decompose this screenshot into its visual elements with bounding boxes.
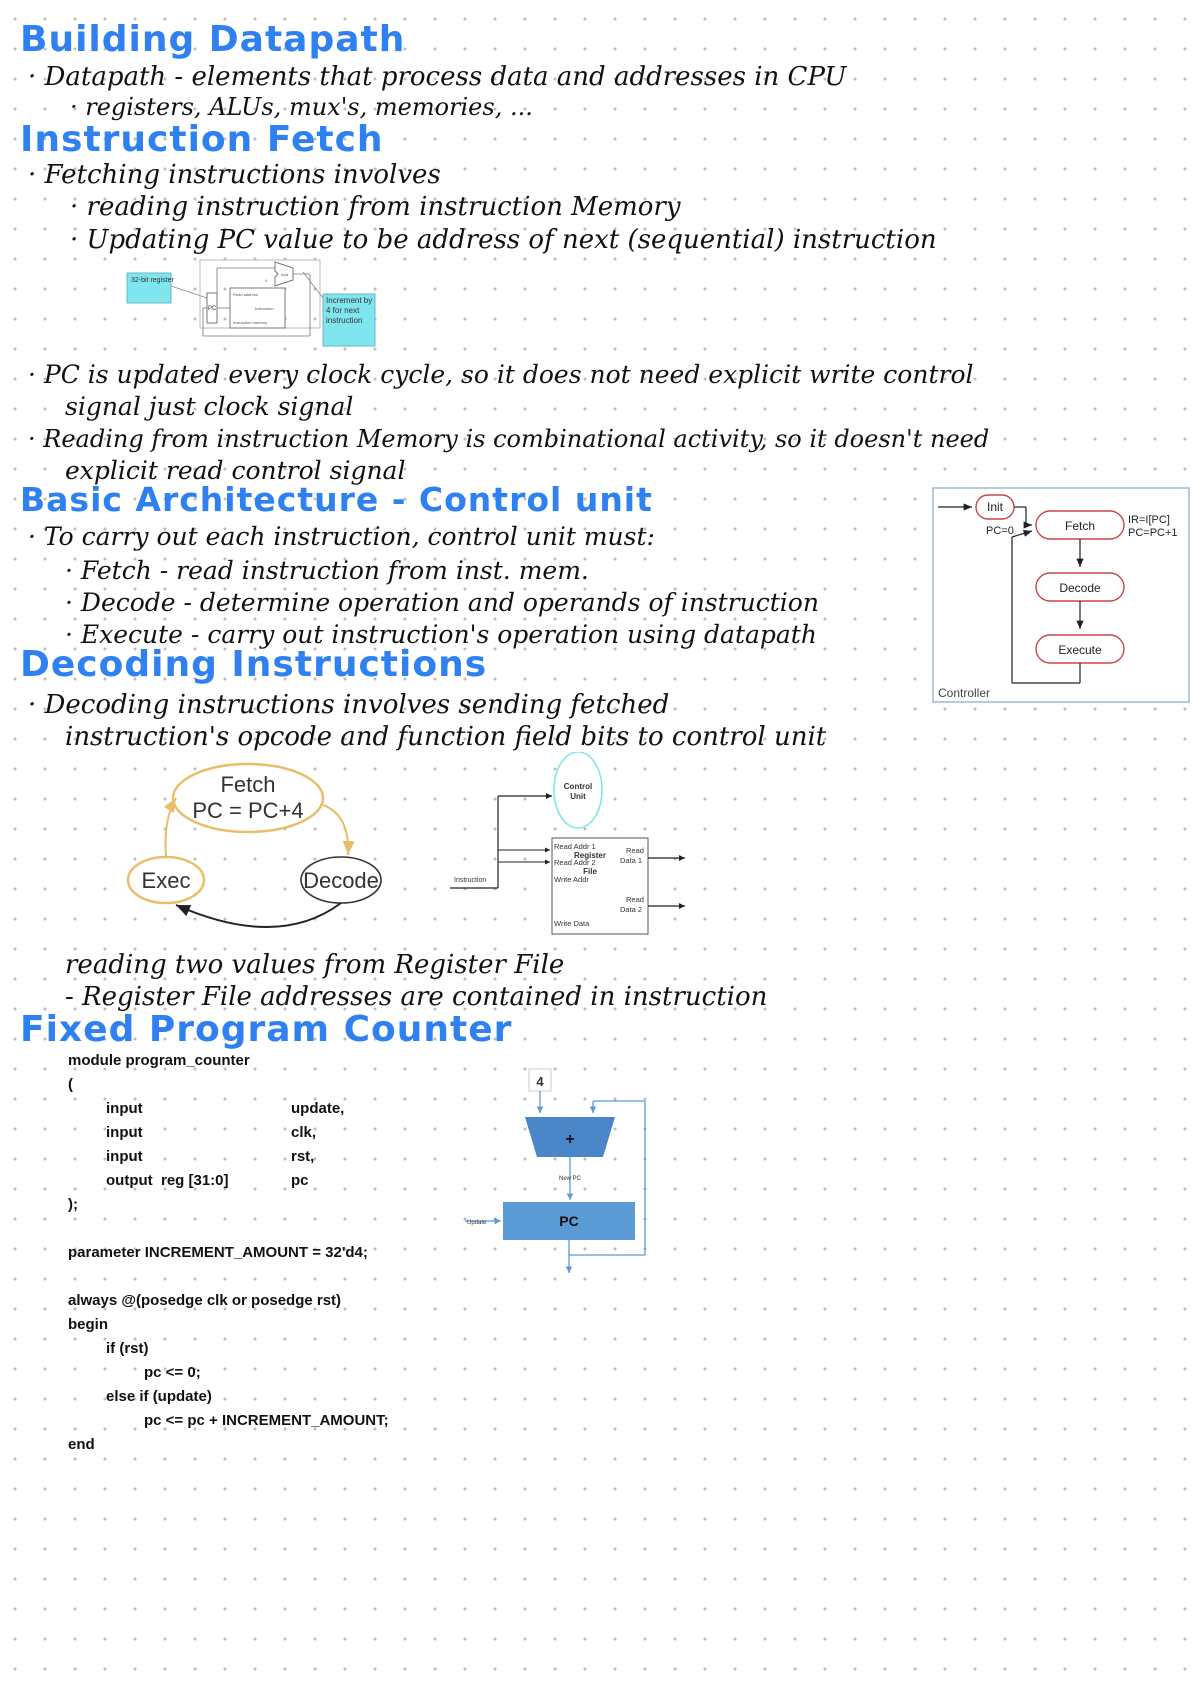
read-data2-label-1: Read xyxy=(626,895,644,904)
read-data1-label-2: Data 1 xyxy=(620,856,642,865)
code-line: begin xyxy=(68,1316,108,1333)
fetch-action-1: IR=I[PC] xyxy=(1128,514,1170,526)
register-file-diagram: Control Unit Instruction Read Addr 1 Rea… xyxy=(450,752,685,935)
read-data2-label-2: Data 2 xyxy=(620,905,642,914)
instruction-label: Instruction xyxy=(255,306,273,311)
note-pc-updated-2: signal just clock signal xyxy=(65,392,354,421)
code-line: always @(posedge clk or posedge rst) xyxy=(68,1292,342,1309)
constant-four-label: 4 xyxy=(536,1074,544,1089)
code-line: pc <= 0; xyxy=(144,1364,201,1381)
code-line: ( xyxy=(68,1076,73,1093)
init-label: Init xyxy=(987,500,1004,514)
note-cu-execute: · Execute - carry out instruction's oper… xyxy=(65,620,817,649)
heading-building-datapath: Building Datapath xyxy=(20,19,406,60)
controller-state-diagram: Init PC=0 Fetch IR=I[PC] PC=PC+1 Decode … xyxy=(932,487,1190,703)
note-fetch-involves: · Fetching instructions involves xyxy=(28,160,441,190)
fetch-datapath-diagram: 32-bit register PC Read address Instruct… xyxy=(126,259,376,347)
controller-label: Controller xyxy=(938,686,990,700)
register-file-title-2: File xyxy=(583,867,597,876)
heading-fixed-pc: Fixed Program Counter xyxy=(20,1009,513,1050)
code-line: output reg [31:0]pc xyxy=(106,1172,309,1189)
instr-memory-label: Instruction memory xyxy=(233,320,267,325)
write-data-label: Write Data xyxy=(554,919,590,928)
code-line: parameter INCREMENT_AMOUNT = 32'd4; xyxy=(68,1244,368,1261)
pc-register xyxy=(503,1202,635,1240)
adder-shape xyxy=(274,261,294,287)
note-reading-mem-2: explicit read control signal xyxy=(65,456,406,485)
read-addr1-label: Read Addr 1 xyxy=(554,842,596,851)
control-unit-label-1: Control xyxy=(564,782,592,791)
read-address-label: Read address xyxy=(233,292,258,297)
fetch-label: Fetch xyxy=(1065,519,1095,533)
program-counter-diagram: 4 + New PC PC Update xyxy=(465,1068,646,1273)
note-datapath-def: · Datapath - elements that process data … xyxy=(28,62,847,92)
note-cu-intro: · To carry out each instruction, control… xyxy=(28,522,655,551)
code-line: else if (update) xyxy=(106,1388,212,1405)
code-line: pc <= pc + INCREMENT_AMOUNT; xyxy=(144,1412,389,1429)
control-unit-node xyxy=(553,752,603,829)
new-pc-label: New PC xyxy=(559,1176,582,1182)
execute-label: Execute xyxy=(1058,643,1102,657)
control-unit-label-2: Unit xyxy=(570,792,586,801)
cycle-decode-label: Decode xyxy=(303,868,379,893)
heading-decoding: Decoding Instructions xyxy=(20,644,488,685)
update-label: Update xyxy=(467,1220,487,1226)
pc-adder xyxy=(525,1117,615,1157)
note-fetch-update: · Updating PC value to be address of nex… xyxy=(70,225,937,255)
instruction-input-label: Instruction xyxy=(454,877,486,884)
pc-label: PC xyxy=(208,306,217,312)
fetch-decode-exec-cycle: Fetch PC = PC+4 Exec Decode xyxy=(126,762,382,928)
add-label: Add xyxy=(281,272,288,277)
adder-plus-label: + xyxy=(565,1131,574,1148)
code-line: ); xyxy=(68,1196,78,1213)
init-action: PC=0 xyxy=(986,525,1014,537)
code-line: end xyxy=(68,1436,95,1453)
code-line: if (rst) xyxy=(106,1340,149,1357)
note-datapath-examples: · registers, ALUs, mux's, memories, ... xyxy=(70,93,533,121)
note-decoding-1: · Decoding instructions involves sending… xyxy=(28,690,670,720)
pc-register-label: PC xyxy=(559,1213,578,1229)
read-addr2-label: Read Addr 2 xyxy=(554,858,596,867)
note-regfile-2: - Register File addresses are contained … xyxy=(65,982,768,1012)
cycle-pc-update: PC = PC+4 xyxy=(192,798,303,823)
register-label: 32-bit register xyxy=(131,277,174,284)
note-fetch-read: · reading instruction from instruction M… xyxy=(70,192,681,222)
cycle-exec-label: Exec xyxy=(142,868,191,893)
note-pc-updated-1: · PC is updated every clock cycle, so it… xyxy=(28,360,974,389)
write-addr-label: Write Addr xyxy=(554,875,589,884)
note-decoding-2: instruction's opcode and function field … xyxy=(65,722,827,752)
fetch-action-2: PC=PC+1 xyxy=(1128,527,1178,539)
decode-label: Decode xyxy=(1059,581,1101,595)
increment-label: Increment by 4 for next instruction xyxy=(326,296,373,325)
cycle-fetch-label: Fetch xyxy=(220,772,275,797)
heading-control-unit: Basic Architecture - Control unit xyxy=(20,480,653,519)
note-cu-fetch: · Fetch - read instruction from inst. me… xyxy=(65,556,589,585)
note-regfile-1: reading two values from Register File xyxy=(65,950,565,980)
increment-callout xyxy=(322,293,376,347)
read-data1-label-1: Read xyxy=(626,846,644,855)
instruction-memory-box xyxy=(229,287,286,329)
code-line: module program_counter xyxy=(68,1052,250,1069)
heading-instruction-fetch: Instruction Fetch xyxy=(20,119,384,160)
four-label: 4 xyxy=(265,278,268,283)
note-cu-decode: · Decode - determine operation and opera… xyxy=(65,588,819,617)
register-callout xyxy=(126,272,172,304)
register-file-box xyxy=(551,837,649,935)
note-reading-mem-1: · Reading from instruction Memory is com… xyxy=(28,425,990,453)
register-file-title-1: Register xyxy=(574,851,606,860)
